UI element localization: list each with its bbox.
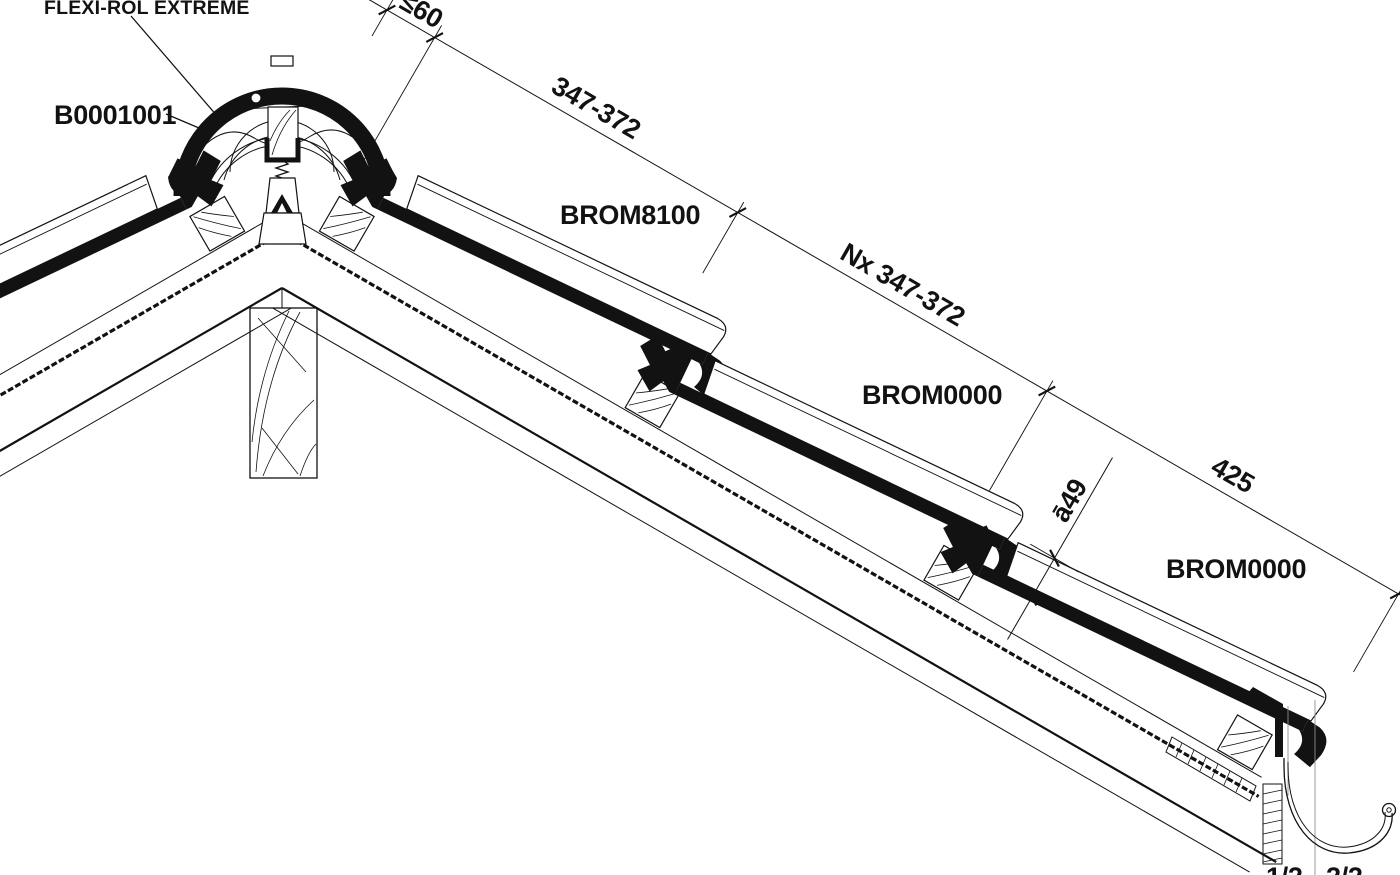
- eaves-comb-fillet: [1165, 736, 1257, 802]
- ridge-roll: [197, 92, 368, 181]
- headlap-dimension-line: [1007, 457, 1113, 640]
- tile-label-top-course: BROM8100: [560, 200, 700, 230]
- dim-top-batten-gauge: 347-372: [547, 70, 646, 144]
- ridge-roll-label: FLEXI-ROL EXTREME: [44, 0, 250, 19]
- dim-ridge-clearance: ≤60: [395, 0, 448, 34]
- ridge-tile-leader-line: [165, 113, 207, 132]
- tile-label-bottom-course: BROM0000: [1166, 554, 1306, 584]
- page-marker-right: 2/2: [1326, 862, 1363, 875]
- dim-eave-course-length: 425: [1206, 451, 1259, 499]
- ridge-tile-section: [173, 87, 391, 197]
- fascia-board: [1262, 783, 1283, 865]
- ridge-beam: [249, 288, 318, 479]
- underlay-membrane-left: [0, 231, 284, 581]
- roof-deck-right: [272, 195, 1277, 873]
- eaves-assembly: [1165, 687, 1397, 875]
- ridge-assembly: [168, 55, 397, 479]
- roof-tile-bottom-course: [917, 508, 1350, 771]
- ridge-batten: [264, 106, 301, 163]
- dim-headlap: ā49: [1045, 474, 1093, 527]
- roof-tile-left-course: [0, 141, 247, 404]
- gutter-bead: [1381, 802, 1397, 818]
- roll-clip: [250, 92, 262, 104]
- ridge-clamp: [258, 177, 307, 245]
- tile-label-middle-course: BROM0000: [862, 380, 1002, 410]
- eave-batten-profile: [1247, 687, 1283, 757]
- clamp-arrow: [271, 194, 293, 213]
- ridge-tile-code-label: B0001001: [54, 100, 176, 130]
- slope-dimension-line: ≤60 347-372 Nx 347-372 425: [354, 0, 1400, 673]
- page-marker-left: 1/2: [1266, 862, 1303, 875]
- gutter: [1283, 758, 1397, 854]
- roof-deck-left: [0, 195, 292, 660]
- ridge-roll-leader-line: [130, 15, 225, 125]
- ridge-tile-interlock: [270, 55, 294, 67]
- dim-field-batten-gauge: Nx 347-372: [835, 237, 970, 332]
- underlay-membrane-right: [280, 231, 1260, 798]
